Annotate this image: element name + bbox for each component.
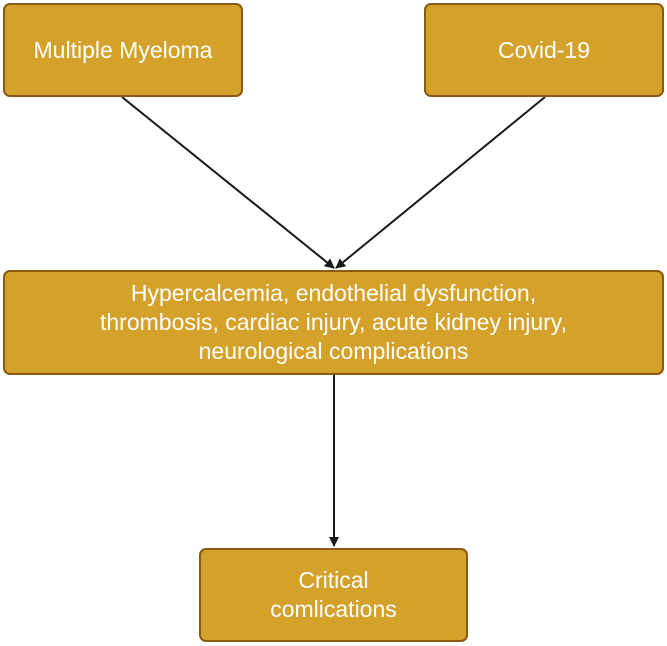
node-covid-19: Covid-19 [424,3,664,97]
node-critical-complications: Critical comlications [199,548,468,642]
arrow-covid-to-complications [335,96,546,269]
node-multiple-myeloma: Multiple Myeloma [3,3,243,97]
arrow-myeloma-to-complications [121,96,335,269]
node-complications-list: Hypercalcemia, endothelial dysfunction, … [3,270,664,375]
